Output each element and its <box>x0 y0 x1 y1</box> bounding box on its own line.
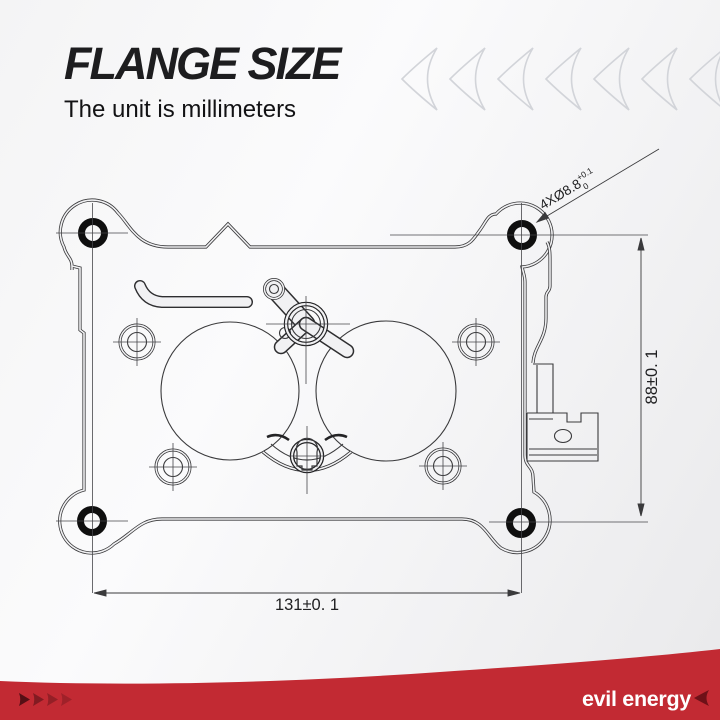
decor-arrow-icon <box>592 47 630 111</box>
decor-arrow-icon <box>448 47 486 111</box>
left-bore <box>160 321 300 461</box>
throttle-bores <box>160 320 457 462</box>
right-bore <box>315 320 457 462</box>
brand-logo-text: evil energy <box>582 687 691 711</box>
header: FLANGE SIZE The unit is millimeters <box>64 38 342 124</box>
brand-arrow-icon <box>694 690 709 706</box>
decor-arrow-icon <box>400 47 438 111</box>
bracket-hole <box>553 428 573 444</box>
decor-arrows <box>400 47 720 111</box>
cable-bracket <box>526 363 599 462</box>
boss-keyhole <box>295 437 319 471</box>
hole-callout-tol-lower: 0 <box>581 180 590 191</box>
footer: evil energy <box>0 649 720 720</box>
decor-arrow-icon <box>688 51 720 107</box>
decor-arrow-icon <box>640 47 678 111</box>
decor-arrow-icon <box>496 47 534 111</box>
width-dim-text: 131±0. 1 <box>275 596 339 614</box>
curved-slot <box>134 280 253 308</box>
footer-play-arrows-icon <box>19 693 72 706</box>
height-dim-text: 88±0. 1 <box>643 350 661 405</box>
decor-arrow-icon <box>544 47 582 111</box>
dimension-width: 131±0. 1 <box>93 589 521 614</box>
flange-outline <box>58 198 554 555</box>
page-title: FLANGE SIZE <box>64 38 342 89</box>
dimension-height: 88±0. 1 <box>637 237 661 517</box>
hole-callout-label: 4XØ8.8 <box>537 176 584 212</box>
hole-callout: 4XØ8.8+0.10 <box>535 148 660 223</box>
centerlines <box>56 203 648 593</box>
footer-band <box>0 649 720 720</box>
page-subtitle: The unit is millimeters <box>64 96 297 124</box>
bolt-hole <box>506 508 536 538</box>
